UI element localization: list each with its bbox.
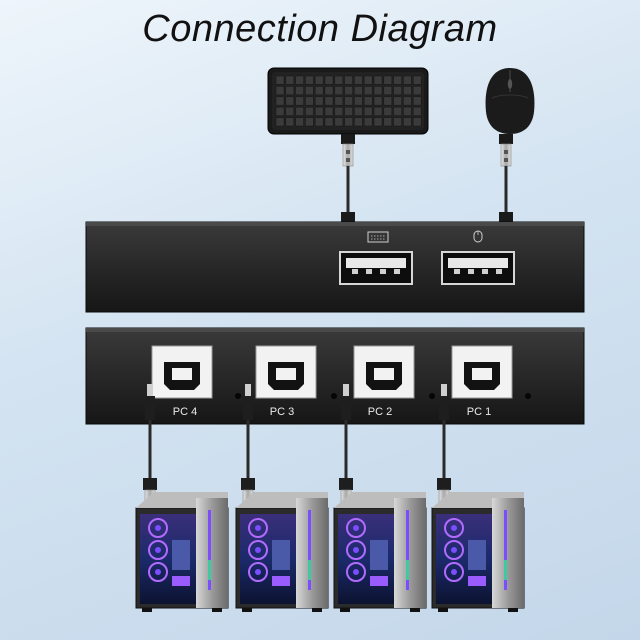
pc-tower [431, 492, 525, 612]
switch-usb-a-panel [85, 221, 585, 313]
pc-usb-cable [339, 384, 353, 513]
usb-b-port [353, 345, 415, 399]
pc-usb-cable [241, 384, 255, 513]
port-label-pc2: PC 2 [367, 406, 393, 418]
usb-b-port [255, 345, 317, 399]
keyboard-icon [367, 231, 389, 243]
pc-tower [135, 492, 229, 612]
port-label-pc1: PC 1 [466, 406, 492, 418]
pc-towers [135, 492, 525, 612]
pc-usb-cable [437, 384, 451, 513]
pc-tower [333, 492, 427, 612]
usb-a-port-mouse [441, 251, 515, 285]
switch-usb-b-panel [85, 327, 585, 425]
keyboard-keys [275, 75, 422, 127]
usb-b-port [451, 345, 513, 399]
keyboard [267, 67, 429, 135]
mouse [485, 68, 535, 134]
usb-b-port [151, 345, 213, 399]
port-label-pc3: PC 3 [269, 406, 295, 418]
pc-tower [235, 492, 329, 612]
usb-b-ports [151, 345, 513, 399]
diagram-title: Connection Diagram [142, 8, 498, 50]
port-label-pc4: PC 4 [172, 406, 198, 418]
mouse-icon [473, 230, 483, 243]
usb-a-port-keyboard [339, 251, 413, 285]
